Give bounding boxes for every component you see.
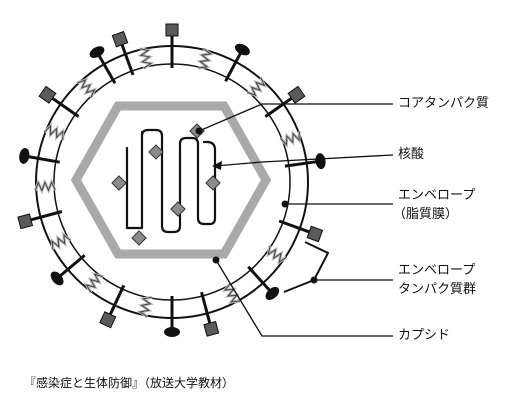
- spike-stem: [59, 254, 86, 277]
- spike-stem: [120, 44, 135, 76]
- spike-square-head: [111, 30, 129, 48]
- spike-oval-head: [164, 327, 180, 337]
- label-envelope-line1: エンベロープ: [398, 188, 476, 203]
- leader-nucleic-acid: [214, 154, 394, 167]
- membrane-protein-outline: [139, 48, 153, 69]
- membrane-protein: [266, 245, 288, 266]
- spike-stem: [30, 210, 63, 222]
- envelope-protein-spike: [200, 291, 220, 337]
- leader-envelope-dot: [281, 200, 289, 208]
- spike-stem: [224, 52, 242, 83]
- core-protein-diamond: [111, 175, 127, 191]
- spike-stem: [97, 54, 117, 85]
- envelope-protein-spike: [284, 153, 326, 170]
- envelope-inner-ring: [53, 63, 291, 301]
- envelope-protein-spike: [165, 23, 179, 68]
- spike-stem: [51, 97, 80, 118]
- membrane-protein: [43, 122, 65, 141]
- envelope-protein-spike: [264, 85, 306, 118]
- label-capsid: カプシド: [398, 328, 451, 343]
- envelope-protein-spike: [247, 265, 280, 300]
- membrane-protein-outline: [247, 77, 266, 97]
- membrane-protein-outline: [34, 180, 56, 192]
- membrane-protein-zigzag: [246, 76, 268, 98]
- membrane-protein: [279, 129, 301, 149]
- envelope-protein-spike: [164, 296, 180, 337]
- membrane-protein: [83, 271, 104, 294]
- leader-envelope-proteins-dot: [310, 276, 318, 284]
- spike-square-head: [17, 213, 34, 230]
- envelope-protein-spike: [99, 284, 126, 329]
- nucleic-acid-strand: [125, 128, 217, 234]
- membrane-protein: [50, 231, 72, 251]
- leader-capsid: [215, 259, 393, 337]
- core-protein-diamond: [131, 230, 147, 246]
- membrane-protein-outline: [139, 296, 152, 318]
- envelope-protein-spikes: [17, 23, 326, 337]
- envelope-protein-spike: [89, 46, 117, 85]
- envelope-protein-spike: [17, 210, 63, 230]
- spike-oval-head: [234, 43, 250, 56]
- spike-oval-head: [89, 46, 105, 58]
- membrane-protein: [76, 77, 98, 99]
- spike-square-head: [306, 225, 324, 243]
- membrane-protein: [136, 295, 155, 319]
- leader-capsid-dot: [212, 256, 220, 264]
- membrane-protein: [221, 282, 241, 304]
- leader-core-protein-dot: [195, 127, 203, 135]
- spike-square-head: [165, 23, 179, 37]
- membrane-protein-outline: [85, 273, 104, 293]
- membrane-protein-outline: [77, 79, 96, 98]
- core-protein-diamond: [170, 201, 186, 217]
- spike-stem: [284, 160, 317, 168]
- membrane-protein: [33, 178, 57, 195]
- spike-oval-head: [265, 286, 280, 300]
- membrane-protein-outline: [267, 245, 287, 264]
- spike-stem: [200, 291, 212, 324]
- spike-oval-head: [50, 271, 64, 286]
- membrane-protein-outline: [51, 233, 71, 250]
- spike-square-head: [38, 85, 57, 104]
- membrane-protein: [246, 76, 268, 98]
- envelope-protein-spike: [111, 30, 135, 76]
- envelope-protein-spike: [38, 85, 80, 118]
- spike-stem: [264, 97, 293, 118]
- spike-square-head: [203, 320, 220, 337]
- envelope-protein-spike: [224, 43, 250, 83]
- core-protein-diamond: [205, 175, 221, 191]
- label-envelope-line2: （脂質膜）: [393, 207, 459, 222]
- label-core-protein: コアタンパク質: [398, 96, 490, 111]
- spike-oval-head: [19, 148, 30, 164]
- membrane-protein: [196, 47, 215, 70]
- leader-nucleic-acid-arrow: [212, 161, 222, 170]
- capsid-hexagon: [70, 101, 272, 259]
- spike-square-head: [287, 85, 306, 104]
- core-protein-diamond: [148, 144, 164, 160]
- spike-stem: [278, 219, 310, 234]
- spike-stem: [247, 265, 271, 292]
- membrane-protein-outline: [198, 48, 212, 69]
- label-nucleic-acid: 核酸: [398, 147, 425, 162]
- membrane-protein-outline: [280, 131, 300, 146]
- leader-core-protein: [198, 103, 393, 132]
- source-caption: 『感染症と生体防御』（放送大学教材）: [24, 376, 235, 390]
- spike-stem: [27, 155, 60, 164]
- spike-stem: [108, 284, 126, 315]
- membrane-protein-outline: [43, 124, 64, 140]
- spike-oval-head: [315, 153, 326, 170]
- label-envelope-proteins-line1: エンベロープ: [398, 263, 476, 278]
- envelope-protein-spike: [278, 219, 324, 243]
- spike-square-head: [99, 311, 117, 329]
- envelope-protein-spike: [19, 148, 60, 164]
- label-envelope-proteins-line2: タンパク質群: [398, 282, 477, 297]
- membrane-protein-outline: [223, 283, 240, 303]
- membrane-protein: [137, 47, 155, 70]
- envelope-protein-spike: [50, 254, 86, 286]
- envelope-proteins-bracket: [283, 241, 330, 293]
- membrane-protein-zigzag: [76, 77, 98, 99]
